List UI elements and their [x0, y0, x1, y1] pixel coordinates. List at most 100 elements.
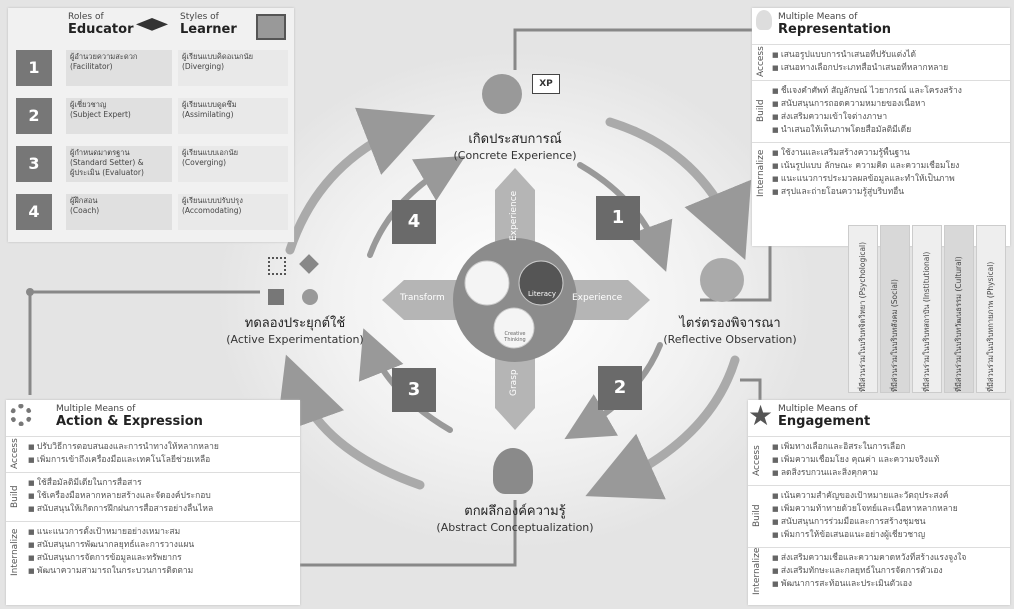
- context-column: ที่มีส่วนร่วมในบริบทจิตวิทยา (Psychologi…: [848, 225, 878, 393]
- book-icon: [256, 14, 286, 40]
- learner-en: (Accomodating): [182, 206, 242, 215]
- engagement-contexts: ที่มีส่วนร่วมในบริบทจิตวิทยา (Psychologi…: [848, 225, 1008, 393]
- group-label: Access: [756, 46, 766, 78]
- child-avatar-icon: [482, 74, 522, 114]
- learner-cell: ผู้เรียนแบบเอกนัย(Coverging): [178, 146, 288, 182]
- literacy-label: Literacy: [527, 290, 557, 298]
- group-label: Access: [752, 445, 762, 476]
- learner-en: (Coverging): [182, 158, 227, 167]
- list-item: เสนอทางเลือกประเภทสื่อนำเสนอที่หลากหลาย: [772, 62, 1006, 75]
- context-column: ที่มีส่วนร่วมในบริบทสังคม (Social): [880, 225, 910, 393]
- axis-experience-top: Experience: [509, 190, 519, 242]
- stage-abstract-en: (Abstract Conceptualization): [436, 521, 594, 534]
- learner-title-small: Styles of: [180, 12, 219, 22]
- learner-en: (Assimilating): [182, 110, 234, 119]
- representation-panel: Multiple Means of Representation Access เ…: [752, 8, 1010, 246]
- educator-cell: ผู้ฝึกสอน(Coach): [66, 194, 172, 230]
- engagement-group-build: Build เน้นความสำคัญของเป้าหมายและวัตถุประ…: [748, 485, 1010, 546]
- list-item: สนับสนุนการพัฒนากลยุทธ์และการวางแผน: [28, 539, 296, 552]
- thinking-child-icon: [700, 258, 744, 302]
- engagement-panel: ★ Multiple Means of Engagement Accessเพิ…: [748, 400, 1010, 605]
- xp-badge: XP: [532, 74, 560, 94]
- group-items: ใช้สื่อมัลติมีเดียในการสื่อสารใช้เครื่อง…: [28, 477, 296, 516]
- action-expression-panel: Multiple Means of Action & Expression Ac…: [6, 400, 300, 605]
- step-2-box: 2: [598, 366, 642, 410]
- context-column: ที่มีส่วนร่วมในบริบทวัฒนธรรม (Cultural): [944, 225, 974, 393]
- list-item: เพิ่มทางเลือกและอิสระในการเลือก: [772, 441, 1006, 454]
- list-item: แนะแนวการตั้งเป้าหมายอย่างเหมาะสม: [28, 526, 296, 539]
- list-item: เพิ่มการให้ข้อเสนอแนะอย่างผู้เชี่ยวชาญ: [772, 529, 1006, 542]
- step-4-box: 4: [392, 200, 436, 244]
- educator-th: ผู้เชี่ยวชาญ: [70, 100, 107, 109]
- educator-header: Roles of Educator: [68, 12, 168, 37]
- step-3-box: 3: [392, 368, 436, 412]
- learner-th: ผู้เรียนแบบคิดอเนกนัย: [182, 52, 254, 61]
- group-items: ใช้งานและเสริมสร้างความรู้พื้นฐานเน้นรูป…: [772, 147, 1006, 199]
- group-items: ชี้แจงคำศัพท์ สัญลักษณ์ ไวยากรณ์ และโครง…: [772, 85, 1006, 137]
- engagement-group-internalize: Internalizeส่งเสริมความเชื่อและความคาดหว…: [748, 547, 1010, 595]
- action-title-big: Action & Expression: [56, 414, 203, 429]
- concrete-experience-figure: XP: [440, 70, 590, 130]
- list-item: สนับสนุนการร่วมมือและการสร้างชุมชน: [772, 516, 1006, 529]
- stage-concrete-en: (Concrete Experience): [453, 149, 577, 162]
- group-label: Build: [10, 485, 20, 508]
- context-column: ที่มีส่วนร่วมในบริบทกายภาพ (Physical): [976, 225, 1006, 393]
- educator-cell: ผู้เชี่ยวชาญ(Subject Expert): [66, 98, 172, 134]
- brain-bulb-icon: [493, 448, 533, 494]
- axis-cross: [382, 168, 650, 430]
- representation-title-small: Multiple Means of: [778, 12, 858, 22]
- action-title-small: Multiple Means of: [56, 404, 136, 414]
- row-number: 4: [16, 194, 52, 230]
- action-group-internalize: Internalize แนะแนวการตั้งเป้าหมายอย่างเหม…: [6, 521, 300, 582]
- list-item: แนะแนวการประมวลผลข้อมูลและทำให้เป็นภาพ: [772, 173, 1006, 186]
- learner-cell: ผู้เรียนแบบคิดอเนกนัย(Diverging): [178, 50, 288, 86]
- list-item: ลดสิ่งรบกวนและสิ่งคุกคาม: [772, 467, 1006, 480]
- representation-title-big: Representation: [778, 22, 892, 37]
- context-column: ที่มีส่วนร่วมในบริบทสถาบัน (Institutiona…: [912, 225, 942, 393]
- educator-en: (Standard Setter) &: [70, 158, 144, 167]
- stage-active: ทดลองประยุกต์ใช้ (Active Experimentation…: [210, 312, 380, 346]
- stage-reflective-th: ไตร่ตรองพิจารณา: [679, 316, 781, 331]
- list-item: สนับสนุนการจัดการข้อมูลและทรัพยากร: [28, 552, 296, 565]
- educator-th: ผู้ฝึกสอน: [70, 196, 98, 205]
- list-item: ส่งเสริมความเข้าใจต่างภาษา: [772, 111, 1006, 124]
- list-item: ใช้เครื่องมือหลากหลายสร้างและจัดองค์ประก…: [28, 490, 296, 503]
- educator-title-big: Educator: [68, 22, 134, 37]
- group-label: Internalize: [752, 547, 762, 595]
- educator-en: (Coach): [70, 206, 100, 215]
- list-item: พัฒนาความสามารถในกระบวนการติดตาม: [28, 565, 296, 578]
- experiment-shapes-icon: [262, 254, 324, 310]
- list-item: พัฒนาการสะท้อนและประเมินตัวเอง: [772, 578, 1006, 591]
- learner-cell: ผู้เรียนแบบดูดซึม(Assimilating): [178, 98, 288, 134]
- lightbulb-icon: [756, 10, 772, 30]
- educator-th: ผู้อำนวยความสะดวก: [70, 52, 138, 61]
- group-label: Access: [10, 438, 20, 470]
- stage-concrete-th: เกิดประสบการณ์: [468, 132, 562, 147]
- list-item: นำเสนอให้เห็นภาพโดยสื่อมัลติมีเดีย: [772, 124, 1006, 137]
- group-label: Internalize: [10, 528, 20, 576]
- list-item: ส่งเสริมทักษะและกลยุทธ์ในการจัดการตัวเอง: [772, 565, 1006, 578]
- group-items: เน้นความสำคัญของเป้าหมายและวัตถุประสงค์เ…: [772, 490, 1006, 542]
- group-label: Internalize: [756, 149, 766, 197]
- group-items: แนะแนวการตั้งเป้าหมายอย่างเหมาะสมสนับสนุ…: [28, 526, 296, 578]
- educator-title-small: Roles of: [68, 12, 104, 22]
- educator-th: ผู้กำหนดมาตรฐาน: [70, 148, 130, 157]
- context-label: ที่มีส่วนร่วมในบริบทสถาบัน (Institutiona…: [922, 251, 931, 392]
- list-item: ใช้สื่อมัลติมีเดียในการสื่อสาร: [28, 477, 296, 490]
- list-item: สนับสนุนการถอดความหมายของเนื้อหา: [772, 98, 1006, 111]
- stage-abstract: ตกผลึกองค์ความรู้ (Abstract Conceptualiz…: [405, 500, 625, 534]
- group-label: Build: [752, 504, 762, 528]
- stage-reflective: ไตร่ตรองพิจารณา (Reflective Observation): [645, 312, 815, 346]
- representation-group-build: Buildชี้แจงคำศัพท์ สัญลักษณ์ ไวยากรณ์ แล…: [752, 80, 1010, 141]
- educator-en: (Subject Expert): [70, 110, 131, 119]
- row-number: 2: [16, 98, 52, 134]
- action-group-access: Accessปรับวิธีการตอบสนองและการนำทางให้หล…: [6, 436, 300, 471]
- list-item: เน้นความสำคัญของเป้าหมายและวัตถุประสงค์: [772, 490, 1006, 503]
- engagement-title-big: Engagement: [778, 414, 871, 429]
- axis-grasp: Grasp: [509, 369, 519, 397]
- educator-en2: ผู้ประเมิน (Evaluator): [70, 168, 144, 177]
- educator-en: (Facilitator): [70, 62, 113, 71]
- learner-en: (Diverging): [182, 62, 225, 71]
